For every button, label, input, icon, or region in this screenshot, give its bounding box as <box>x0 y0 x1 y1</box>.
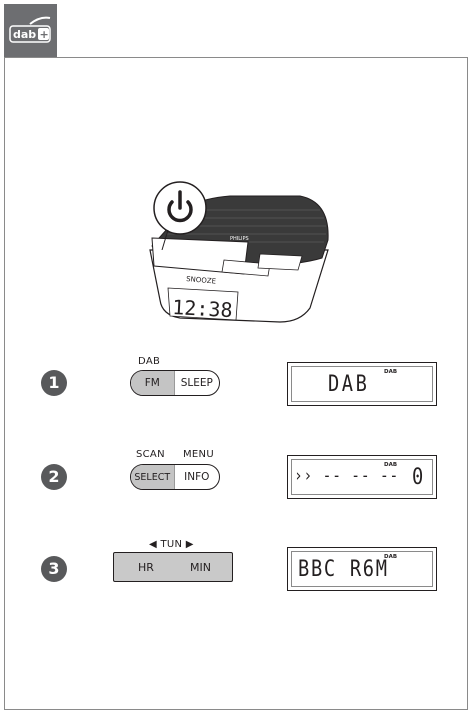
tun-label: ◀ TUN ▶ <box>149 539 194 550</box>
display-step-2: DAB ›› -- -- -- 0 <box>287 455 437 499</box>
dab-plus-logo: dab + <box>4 4 57 57</box>
sleep-button[interactable]: SLEEP <box>180 377 213 389</box>
instruction-frame <box>4 57 468 710</box>
display-dab-tag: DAB <box>384 462 398 468</box>
menu-label: MENU <box>183 449 214 460</box>
fm-button[interactable]: FM <box>131 371 175 395</box>
display-text: ›› -- -- -- <box>294 466 400 486</box>
display-value: 0 <box>412 465 426 490</box>
select-info-button[interactable]: SELECT INFO <box>130 464 220 490</box>
dab-label: DAB <box>138 356 161 367</box>
scan-label: SCAN <box>136 449 165 460</box>
step-3-badge: 3 <box>41 556 67 582</box>
power-icon <box>167 190 193 223</box>
clock-radio-illustration: PHILIPS SNOOZE 12:38 <box>149 195 329 323</box>
hr-button[interactable]: HR <box>138 561 154 574</box>
display-text: DAB <box>328 372 370 397</box>
step-2-badge: 2 <box>41 464 67 490</box>
info-button[interactable]: INFO <box>184 471 210 483</box>
tun-button[interactable]: HR MIN <box>113 552 233 582</box>
select-button[interactable]: SELECT <box>131 465 175 489</box>
device-brand: PHILIPS <box>230 236 249 242</box>
device-snooze-label: SNOOZE <box>186 275 217 286</box>
power-callout <box>153 181 207 250</box>
display-text: BBC R6M <box>298 557 389 582</box>
device-time-display: 12:38 <box>172 295 233 322</box>
display-dab-tag: DAB <box>384 554 398 560</box>
logo-text: dab <box>13 28 36 41</box>
step-1-badge: 1 <box>41 370 67 396</box>
dab-logo-icon: dab + <box>9 16 51 43</box>
fm-sleep-button[interactable]: FM SLEEP <box>130 370 220 396</box>
min-button[interactable]: MIN <box>190 561 211 574</box>
display-dab-tag: DAB <box>384 369 398 375</box>
logo-plus: + <box>40 28 49 41</box>
display-step-3: DAB BBC R6M <box>287 547 437 591</box>
display-step-1: DAB DAB <box>287 362 437 406</box>
